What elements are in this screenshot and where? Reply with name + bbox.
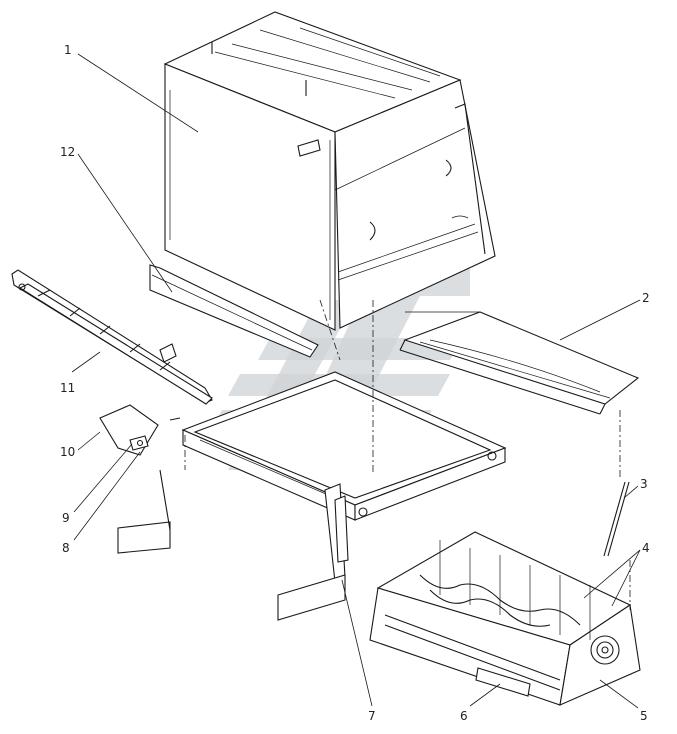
part-top-tray: [399, 311, 640, 415]
callout-12: 12: [60, 145, 75, 159]
leader-lines: [71, 53, 641, 709]
callouts: 1 2 3 4 5 6 7 8 9 10 11 12: [60, 43, 650, 723]
callout-3: 3: [640, 477, 648, 491]
callout-6: 6: [460, 709, 468, 723]
callout-9: 9: [62, 511, 70, 525]
part-rotor-assembly: [369, 531, 641, 706]
part-base-frame: [181, 371, 507, 521]
callout-10: 10: [60, 445, 75, 459]
part-ladder-frame: [11, 269, 213, 405]
part-side-brackets: [99, 404, 181, 554]
callout-2: 2: [642, 291, 650, 305]
callout-11: 11: [60, 381, 75, 395]
callout-4: 4: [642, 541, 650, 555]
callout-7: 7: [368, 709, 376, 723]
part-hopper-body: [163, 11, 496, 331]
callout-5: 5: [640, 709, 648, 723]
part-arm: [277, 483, 349, 621]
callout-8: 8: [62, 541, 70, 555]
callout-1: 1: [64, 43, 72, 57]
center-lines: [184, 299, 631, 610]
part-rod: [603, 481, 630, 557]
part-front-panel: [149, 264, 319, 358]
